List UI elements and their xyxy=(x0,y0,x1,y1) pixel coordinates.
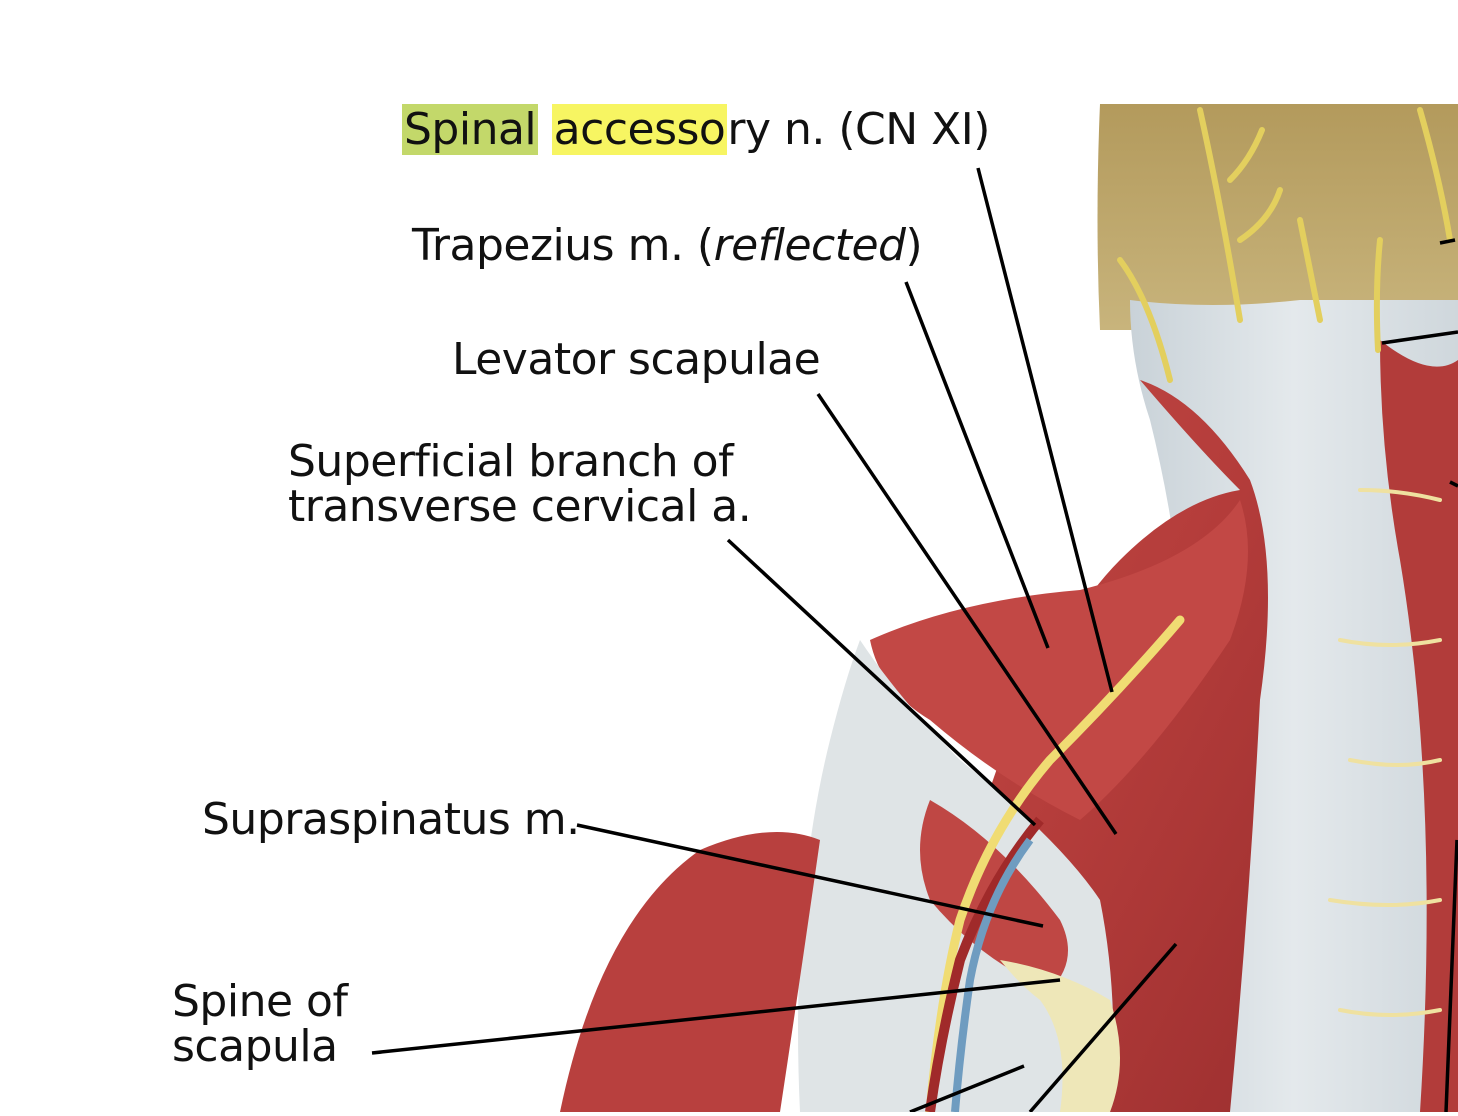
label-superficial-line2: transverse cervical a. xyxy=(288,485,751,530)
label-trapezius-italic: reflected xyxy=(714,220,906,271)
label-trapezius-main: Trapezius m. ( xyxy=(412,220,714,271)
label-spinal-accessory-rest: ry n. (CN XI) xyxy=(727,104,990,155)
label-superficial-branch: Superficial branch of transverse cervica… xyxy=(288,440,751,530)
label-spine-of-scapula: Spine of scapula xyxy=(172,980,347,1070)
scalp-region xyxy=(1098,104,1458,330)
highlight-green: Spinal xyxy=(402,104,538,155)
label-spinal-accessory-nerve: Spinal accessory n. (CN XI) xyxy=(402,108,990,153)
label-levator-scapulae: Levator scapulae xyxy=(452,338,820,383)
label-superficial-line1: Superficial branch of xyxy=(288,440,751,485)
label-supraspinatus: Supraspinatus m. xyxy=(202,798,580,843)
label-trapezius-close: ) xyxy=(905,220,922,271)
label-spine-line2: scapula xyxy=(172,1025,347,1070)
highlight-yellow: accesso xyxy=(552,104,728,155)
deltoid-muscle xyxy=(560,832,820,1112)
label-spine-line1: Spine of xyxy=(172,980,347,1025)
label-trapezius: Trapezius m. (reflected) xyxy=(412,224,922,269)
